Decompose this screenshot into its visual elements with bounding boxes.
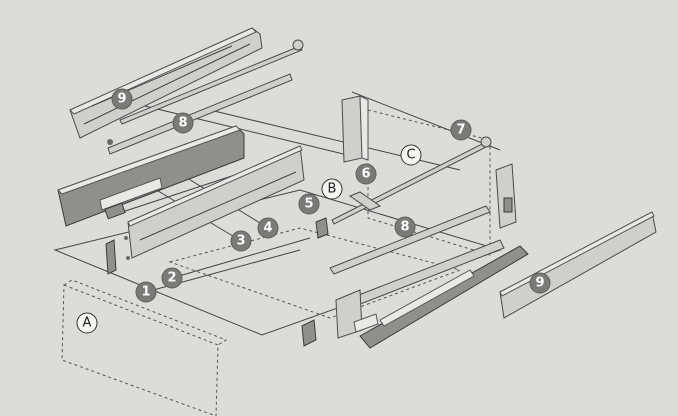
svg-text:B: B — [328, 182, 337, 197]
svg-text:2: 2 — [167, 271, 176, 286]
label-a: A — [76, 312, 98, 334]
front-panel-a — [61, 279, 228, 416]
runner-right — [345, 239, 529, 349]
svg-text:9: 9 — [535, 276, 544, 291]
svg-text:1: 1 — [141, 285, 150, 300]
svg-text:C: C — [406, 148, 415, 163]
bracket-small-left — [105, 236, 130, 275]
rail-9-right — [499, 211, 657, 319]
label-c: C — [400, 144, 422, 166]
callout-8-top: 8 — [172, 112, 194, 134]
callout-3: 3 — [230, 230, 252, 252]
svg-text:8: 8 — [400, 220, 409, 235]
svg-text:4: 4 — [263, 221, 272, 236]
drawer-side-profile-left — [57, 125, 245, 227]
callout-6: 6 — [355, 163, 377, 185]
callout-9-top: 9 — [111, 88, 133, 110]
callout-4: 4 — [257, 217, 279, 239]
rod-8-top — [107, 39, 304, 155]
front-bracket-right — [301, 289, 379, 347]
back-bracket-6 — [341, 95, 369, 163]
back-bracket-right — [495, 163, 517, 229]
svg-text:9: 9 — [117, 92, 126, 107]
clip-5 — [315, 217, 329, 239]
callout-1: 1 — [135, 281, 157, 303]
rail-9-left — [69, 27, 263, 139]
label-b: B — [321, 178, 343, 200]
rod-8-lower — [329, 205, 491, 275]
callout-7: 7 — [450, 119, 472, 141]
svg-text:5: 5 — [304, 197, 313, 212]
svg-text:6: 6 — [361, 167, 370, 182]
callout-2: 2 — [161, 267, 183, 289]
svg-text:7: 7 — [456, 123, 465, 138]
side-wall-panel — [127, 145, 305, 259]
svg-text:8: 8 — [178, 116, 187, 131]
callout-5: 5 — [298, 193, 320, 215]
callout-9-right: 9 — [529, 272, 551, 294]
callout-8-right: 8 — [394, 216, 416, 238]
svg-text:3: 3 — [236, 234, 245, 249]
svg-text:A: A — [83, 316, 92, 331]
rod-7 — [331, 136, 492, 225]
